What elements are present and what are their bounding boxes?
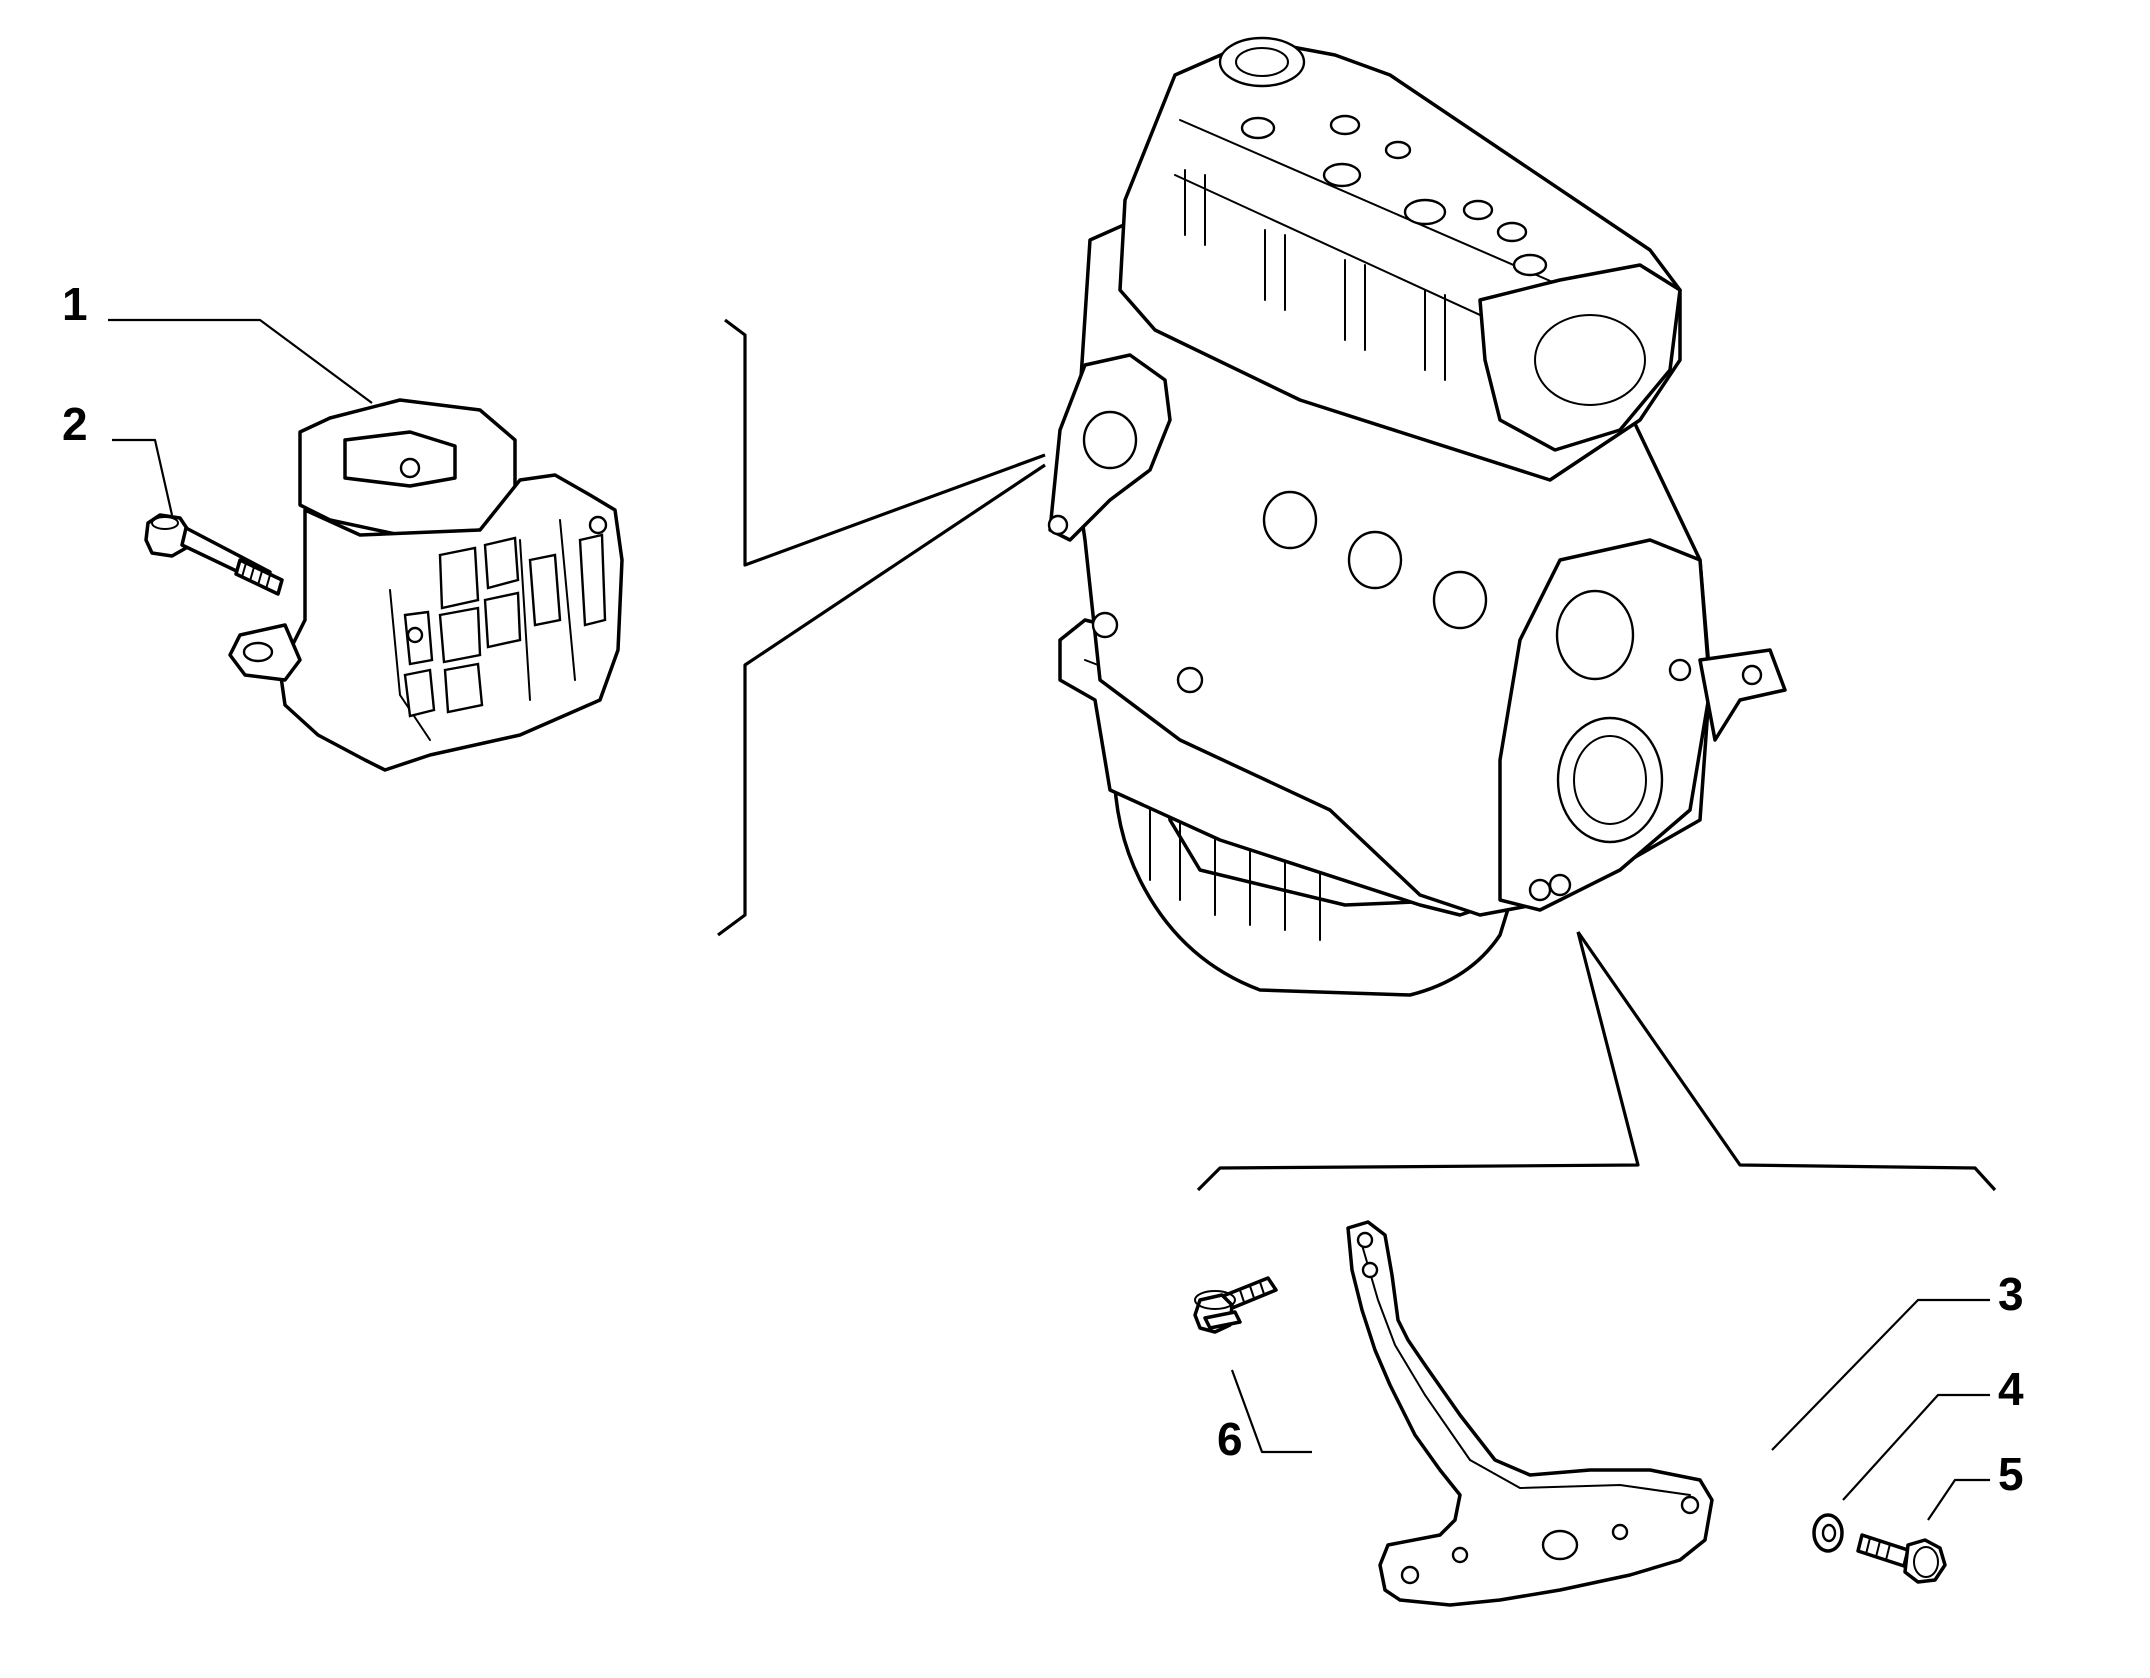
callout-2: 2 bbox=[62, 398, 88, 450]
washer bbox=[1812, 1513, 1844, 1553]
callout-labels: 1 2 3 4 5 6 bbox=[62, 278, 2024, 1500]
callout-leaders bbox=[108, 318, 1990, 1521]
leader-2 bbox=[112, 438, 174, 516]
leader-4 bbox=[1842, 1393, 1990, 1501]
callout-6: 6 bbox=[1217, 1413, 1243, 1465]
support-arm bbox=[1346, 1220, 1714, 1607]
callout-5: 5 bbox=[1998, 1448, 2024, 1500]
callout-3: 3 bbox=[1998, 1268, 2024, 1320]
arm-fixing-screw bbox=[1856, 1533, 1947, 1584]
engine-mount-bracket bbox=[228, 398, 624, 772]
mount-stud-bolt bbox=[144, 513, 284, 596]
leader-3 bbox=[1771, 1298, 1990, 1451]
callout-1: 1 bbox=[62, 278, 88, 330]
leader-6 bbox=[1230, 1369, 1312, 1454]
leader-5 bbox=[1927, 1478, 1990, 1521]
leader-1 bbox=[108, 318, 373, 404]
group-bracket-lower bbox=[1196, 931, 1997, 1192]
group-bracket-left bbox=[717, 318, 1046, 937]
callout-4: 4 bbox=[1998, 1363, 2024, 1415]
flange-bolt bbox=[1193, 1276, 1278, 1334]
engine-assembly-illustration bbox=[1047, 36, 1787, 997]
